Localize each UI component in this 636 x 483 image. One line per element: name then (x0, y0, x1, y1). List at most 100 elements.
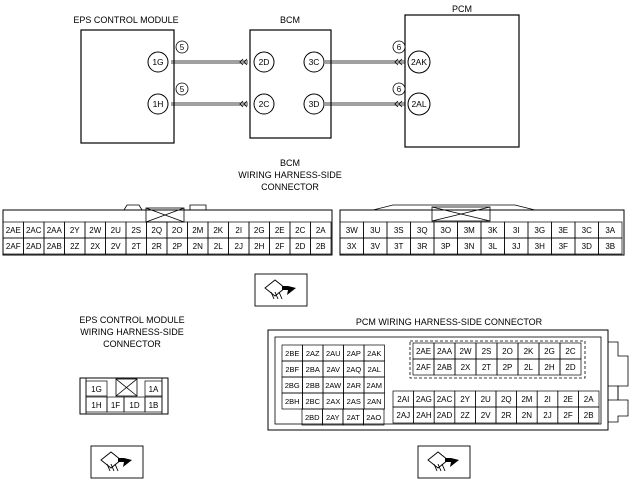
pcm-left-pin-label: 2AP (347, 349, 361, 358)
bcm-right-pin-label: 3B (605, 242, 615, 251)
bcm-connector-title-line: CONNECTOR (261, 182, 319, 192)
pcm-top-pin-label: 2AE (416, 347, 431, 356)
eps-pin-label: 1G (91, 385, 102, 394)
eps-key-cross (115, 378, 138, 397)
pcm-top-pin-label: 2S (482, 347, 492, 356)
pcm-top-pin-label: 2AF (416, 363, 431, 372)
pcm-bottom-pin-label: 2V (481, 411, 491, 420)
pcm-top-pin-label: 2G (544, 347, 555, 356)
bcm-left-latch (189, 204, 207, 210)
bcm-left-pin-label: 2C (295, 226, 305, 235)
bcm-right-key-cross (431, 206, 491, 222)
eps-connector-view-icon (90, 445, 144, 479)
pcm-top-pin-label: 2T (482, 363, 491, 372)
pcm-box (404, 14, 520, 148)
plug-wires (433, 463, 446, 472)
bcm-pin-left (253, 93, 275, 115)
pcm-bottom-cell (578, 406, 600, 424)
pcm-bottom-pin-label: 2J (543, 411, 551, 420)
pcm-top-pin-label: 2W (460, 347, 472, 356)
eps-bcm-wire-marker (175, 40, 189, 54)
eps-pin-label: 1D (129, 401, 139, 410)
bcm-left-pin-label: 2O (172, 226, 183, 235)
plug-wires (270, 291, 283, 300)
pcm-top-pin-label: 2X (461, 363, 471, 372)
bcm-right-latch (372, 204, 536, 211)
bcm-left-pin-label: 2I (235, 226, 242, 235)
pcm-bottom-pin-label: 2AC (437, 395, 453, 404)
bcm-right-pin-label: 3K (488, 226, 498, 235)
bcm-right-pin-label: 3Q (417, 226, 428, 235)
pcm-left-pin-label: 2BE (285, 349, 299, 358)
bcm-right-pin-label: 3A (605, 226, 615, 235)
bcm-right-pin-label: 3U (370, 226, 380, 235)
bcm-pcm-connector-mark (394, 58, 403, 66)
pcm-left-pin-label: 2BG (285, 381, 300, 390)
bcm-right-pin-label: 3S (394, 226, 404, 235)
bcm-right-cell (598, 237, 623, 255)
bcm-left-pin-label: 2Q (151, 226, 162, 235)
pcm-bottom-pin-label: 2AH (416, 411, 432, 420)
bcm-pcm-wire-marker (392, 82, 406, 96)
eps-pin-label: 1H (91, 401, 101, 410)
bcm-right-pin-label: 3N (464, 242, 474, 251)
bcm-left-pin-label: 2V (111, 242, 121, 251)
bcm-left-pin-label: 2AE (6, 226, 21, 235)
bcm-left-key-cross-line (145, 207, 185, 223)
bcm-right-pin-label: 3W (346, 226, 358, 235)
bcm-pin-right-label: 3D (309, 99, 320, 109)
eps-pin (147, 51, 169, 73)
pcm-top-pin-label: 2H (544, 363, 554, 372)
pcm-left-pin-label: 2AU (326, 349, 341, 358)
pcm-bottom-pin-label: 2AI (397, 395, 409, 404)
pcm-bottom-pin-label: 2AD (437, 411, 453, 420)
pcm-left-pin-label: 2BH (285, 397, 300, 406)
pcm-top-pin-label: 2D (565, 363, 575, 372)
arrow-icon (118, 458, 132, 467)
bcm-left-pin-label: 2P (172, 242, 182, 251)
eps-connector-title-line: WIRING HARNESS-SIDE (80, 327, 184, 337)
bcm-connector-title-line: WIRING HARNESS-SIDE (238, 170, 342, 180)
eps-connector-title-line: EPS CONTROL MODULE (79, 315, 184, 325)
bcm-pcm-connector-mark (394, 100, 403, 108)
bcm-left-pin-label: 2AF (6, 242, 21, 251)
bcm-right-pin-label: 3V (370, 242, 380, 251)
plug-wires (106, 463, 119, 472)
pcm-bottom-pin-label: 2Z (460, 411, 469, 420)
eps-pin-label: 1A (149, 385, 159, 394)
pcm-top-pin-label: 2L (524, 363, 533, 372)
eps-bcm-connector-mark (239, 100, 248, 108)
bcm-pcm-wire-marker-label: 6 (397, 43, 402, 52)
bcm-box (249, 29, 332, 139)
bcm-right-pin-label: 3J (512, 242, 520, 251)
pcm-left-pin-label: 2AO (366, 413, 381, 422)
pcm-left-pin-label: 2AN (367, 397, 382, 406)
pcm-left-pin-label: 2AQ (346, 365, 361, 374)
bcm-left-pin-label: 2T (132, 242, 141, 251)
bcm-right-pin-label: 3T (394, 242, 403, 251)
bcm-left-pin-label: 2Z (70, 242, 79, 251)
pcm-pin (407, 92, 431, 116)
pcm-bottom-pin-label: 2Y (460, 395, 470, 404)
pcm-bottom-pin-label: 2E (563, 395, 573, 404)
pcm-bottom-pin-label: 2M (521, 395, 532, 404)
bcm-right-pin-label: 3G (534, 226, 545, 235)
pcm-top-cell (559, 358, 582, 376)
bcm-left-pin-label: 2A (316, 226, 326, 235)
bcm-left-pin-label: 2H (254, 242, 264, 251)
pcm-left-pin-label: 2BA (306, 365, 320, 374)
pcm-side-tab (608, 385, 629, 423)
bcm-right-pin-label: 3R (417, 242, 427, 251)
eps-control-module-box (80, 29, 175, 144)
bcm-pin-right (303, 51, 325, 73)
bcm-pin-left-label: 2C (259, 99, 270, 109)
bcm-pin-left-label: 2D (259, 57, 270, 67)
eps-pin (147, 93, 169, 115)
bcm-left-pin-label: 2Y (70, 226, 80, 235)
bcm-left-pin-label: 2D (295, 242, 305, 251)
pcm-bottom-pin-label: 2AJ (396, 411, 410, 420)
icon-frame (254, 273, 308, 307)
pcm-left-pin-label: 2AK (367, 349, 381, 358)
bcm-right-pin-label: 3M (464, 226, 475, 235)
